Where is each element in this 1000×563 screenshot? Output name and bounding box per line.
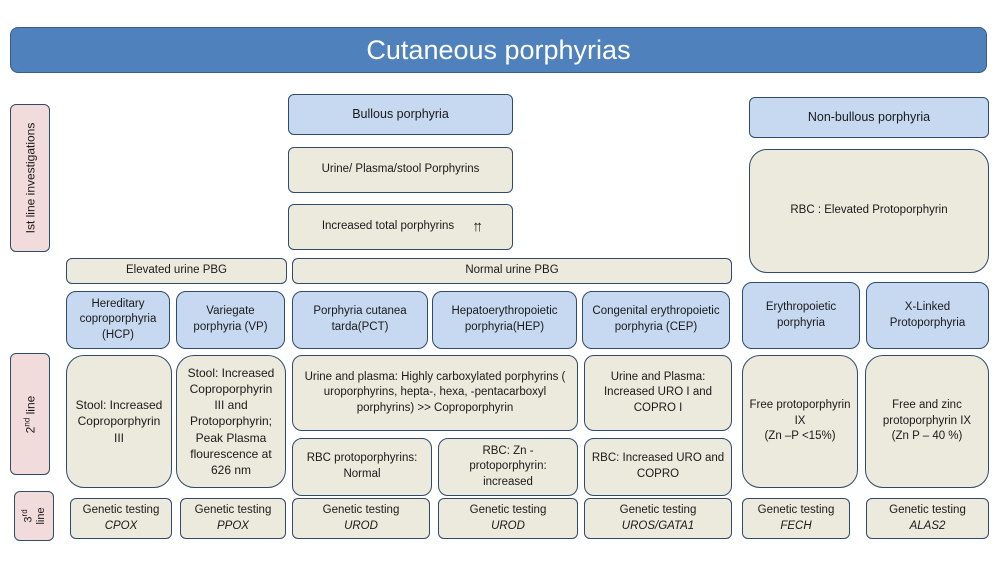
bullous-first-line-result: Increased total porphyrins ↑↑ <box>288 204 513 250</box>
hcp-second-line: Stool: Increased Coproporphyrin III <box>66 355 172 488</box>
pct-second-line-rbc: RBC protoporphyrins: Normal <box>292 438 432 496</box>
gene-uros-gata1: UROS/GATA1 <box>621 519 695 532</box>
bullous-porphyria-header: Bullous porphyria <box>288 94 513 135</box>
disease-cep: Congenital erythropoietic porphyria (CEP… <box>582 291 730 349</box>
ep-second-line-ratio: (Zn –P <15%) <box>764 430 836 443</box>
gene-fech: FECH <box>780 519 812 532</box>
disease-hcp: Hereditary coproporphyria (HCP) <box>66 291 170 349</box>
double-up-arrow-icon: ↑↑ <box>472 217 483 235</box>
first-line-label-text: Ist line investigations <box>23 122 38 234</box>
gene-ppox: PPOX <box>217 519 249 532</box>
gene-cpox: CPOX <box>104 519 138 532</box>
genetic-testing-label: Genetic testing <box>194 503 272 516</box>
second-line-label-text: 2nd line <box>22 395 38 433</box>
second-line-label: 2nd line <box>10 353 50 475</box>
xlp-second-line-main: Free and zinc protoporphyrin IX <box>882 399 972 427</box>
vp-second-line: Stool: Increased Coproporphyrin III and … <box>176 355 286 488</box>
disease-vp: Variegate porphyria (VP) <box>176 291 285 349</box>
first-line-label: Ist line investigations <box>10 104 50 252</box>
elevated-urine-pbg: Elevated urine PBG <box>66 258 287 284</box>
non-bullous-porphyria-header: Non-bullous porphyria <box>749 97 989 138</box>
non-bullous-first-line-result: RBC : Elevated Protoporphyrin <box>749 149 989 273</box>
genetic-testing-label: Genetic testing <box>322 503 400 516</box>
xlp-second-line: Free and zinc protoporphyrin IX (Zn P – … <box>865 355 989 488</box>
hep-second-line-rbc: RBC: Zn - protoporphyrin: increased <box>438 438 578 496</box>
normal-urine-pbg: Normal urine PBG <box>292 258 732 284</box>
ep-second-line-main: Free protoporphyrin IX <box>749 399 851 427</box>
gene-urod-hep: UROD <box>491 519 525 532</box>
xlp-second-line-ratio: (Zn P – 40 %) <box>891 430 963 443</box>
gene-alas2: ALAS2 <box>909 519 946 532</box>
bullous-result-text: Increased total porphyrins <box>321 220 455 233</box>
gene-urod-pct: UROD <box>344 519 378 532</box>
genetic-testing-label: Genetic testing <box>82 503 160 516</box>
disease-ep: Erythropoietic porphyria <box>742 282 860 349</box>
pct-hep-second-line-urine-plasma: Urine and plasma: Highly carboxylated po… <box>292 355 578 431</box>
cep-second-line-rbc: RBC: Increased URO and COPRO <box>584 438 732 496</box>
cep-second-line-urine-plasma: Urine and Plasma: Increased URO I and CO… <box>584 355 732 431</box>
bullous-first-line-test: Urine/ Plasma/stool Porphyrins <box>288 147 513 193</box>
genetic-testing-label: Genetic testing <box>889 503 966 516</box>
disease-hep: Hepatoerythropoietic porphyria(HEP) <box>432 291 577 349</box>
genetic-testing-label: Genetic testing <box>469 503 547 516</box>
genetic-testing-label: Genetic testing <box>619 503 697 516</box>
disease-xlp: X-Linked Protoporphyria <box>866 282 989 349</box>
disease-pct: Porphyria cutanea tarda(PCT) <box>292 291 428 349</box>
diagram-title: Cutaneous porphyrias <box>10 27 987 73</box>
ep-second-line: Free protoporphyrin IX (Zn –P <15%) <box>742 355 858 488</box>
genetic-testing-label: Genetic testing <box>757 503 835 516</box>
